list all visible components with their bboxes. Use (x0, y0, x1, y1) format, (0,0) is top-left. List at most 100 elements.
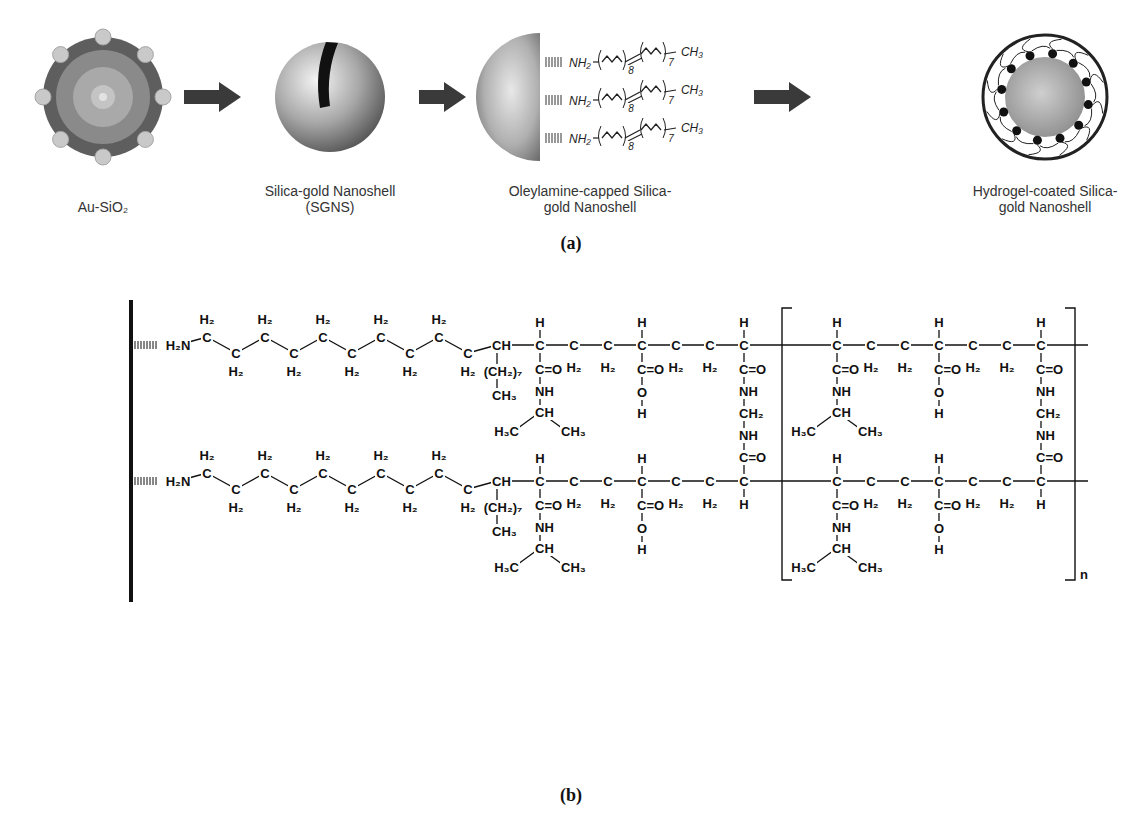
label-holder: C (259, 465, 270, 481)
stage-caption: Au-SiO₂ (18, 199, 188, 215)
label-holder: NH (1035, 383, 1056, 399)
chain-stroke (625, 130, 640, 138)
atom-label: NH₂ (568, 94, 592, 108)
atom-label: C (462, 346, 473, 361)
hash-bond (153, 477, 154, 485)
process-arrow (754, 82, 811, 112)
hash-bond (546, 95, 547, 105)
atom-label: C (933, 338, 944, 353)
label-holder: C=O (831, 497, 860, 513)
label-holder: C (704, 473, 715, 489)
label-holder: H₂ (401, 363, 418, 379)
hash-bond (558, 95, 559, 105)
label-holder: H (831, 314, 842, 330)
hash-bond (135, 477, 136, 485)
label-holder: C (433, 465, 444, 481)
process-arrow (184, 82, 241, 112)
polymer-strand (1075, 52, 1088, 60)
atom-label: H₂ (401, 500, 418, 515)
label-holder: H₂ (862, 359, 879, 375)
gold-seed (95, 149, 111, 165)
atom-label: H₂ (964, 496, 981, 511)
hash-bond (546, 57, 547, 67)
label-holder: (a) (560, 233, 583, 254)
atom-label: C=O (636, 362, 665, 377)
label-holder: C (433, 329, 444, 345)
label-holder: NH₂ (568, 92, 592, 108)
label-holder: C=O (933, 361, 962, 377)
chain-stroke (599, 50, 602, 70)
label-holder: NH (1035, 427, 1056, 443)
atom-label: H₂ (565, 496, 582, 511)
chain-stroke (625, 92, 640, 100)
atom-label: C=O (831, 498, 860, 513)
label-holder: C (534, 337, 545, 353)
atom-label: CH₃ (680, 121, 704, 135)
atom-label: O (933, 521, 945, 536)
label-holder: C (201, 465, 212, 481)
atom-label: C (967, 474, 978, 489)
particle-stage: Au-SiO₂ (30, 25, 180, 215)
hydrogel-shell (983, 35, 1107, 159)
hash-bond (549, 133, 550, 143)
atom-label: C (288, 346, 299, 361)
atom-label: CH (831, 405, 852, 420)
label-holder: C (568, 473, 579, 489)
label-holder: H₂ (256, 311, 273, 327)
polymer-strand (1000, 54, 1008, 67)
label-holder: CH (831, 540, 852, 556)
atom-label: H₂ (862, 496, 879, 511)
stage-caption: Hydrogel-coated Silica-gold Nanoshell (960, 183, 1130, 215)
atom-label: C (865, 474, 876, 489)
atom-label: H₂ (430, 448, 447, 463)
hash-bond (153, 341, 154, 349)
repeat-bracket (782, 308, 792, 580)
label-holder: C (636, 337, 647, 353)
atom-label: 7 (667, 95, 675, 106)
label-holder: H₃C (790, 423, 817, 439)
label-holder: CH (491, 337, 512, 353)
atom-label: C=O (831, 362, 860, 377)
label-holder: H₃C (790, 559, 817, 575)
label-holder: 8 (627, 99, 635, 115)
polymer-strand (1092, 102, 1102, 114)
atom-label: H₂ (862, 360, 879, 375)
chain-stroke (628, 134, 642, 141)
hash-bond (138, 477, 139, 485)
atom-label: C (602, 474, 613, 489)
atom-label: H (636, 315, 647, 330)
label-holder: C (568, 337, 579, 353)
label-holder: C=O (1035, 449, 1064, 465)
atom-label: CH₃ (491, 524, 518, 539)
atom-label: H₂ (430, 312, 447, 327)
bond-line (1041, 480, 1088, 481)
hash-bond (156, 477, 157, 485)
polymer-strand (987, 81, 997, 93)
chain-stroke (599, 88, 602, 108)
nanoshell-sphere (275, 42, 385, 152)
label-holder: n (1079, 566, 1089, 582)
atom-label: H₂ (459, 364, 476, 379)
bond-strokes (135, 39, 1103, 567)
anchor-dot (997, 85, 1006, 94)
label-holder: C (670, 473, 681, 489)
label-holder: C (967, 337, 978, 353)
atom-label: C (865, 338, 876, 353)
label-holder: C (933, 473, 944, 489)
atom-label: NH (534, 520, 555, 535)
atom-label: H₂ (314, 448, 331, 463)
atom-label: O (933, 385, 945, 400)
chain-stroke (641, 48, 661, 54)
label-holder: H₂ (430, 311, 447, 327)
atom-label: C (933, 474, 944, 489)
shell-cutaway (318, 42, 338, 108)
au-sio2-particle (35, 29, 171, 165)
label-holder: CH (534, 404, 555, 420)
anchor-dot (1069, 59, 1078, 68)
label-holder: CH₃ (680, 43, 704, 59)
bond-line (744, 344, 837, 345)
atom-label: C (288, 482, 299, 497)
anchor-dot (999, 108, 1008, 117)
atom-label: C=O (1035, 362, 1064, 377)
label-holder: H₂ (459, 363, 476, 379)
